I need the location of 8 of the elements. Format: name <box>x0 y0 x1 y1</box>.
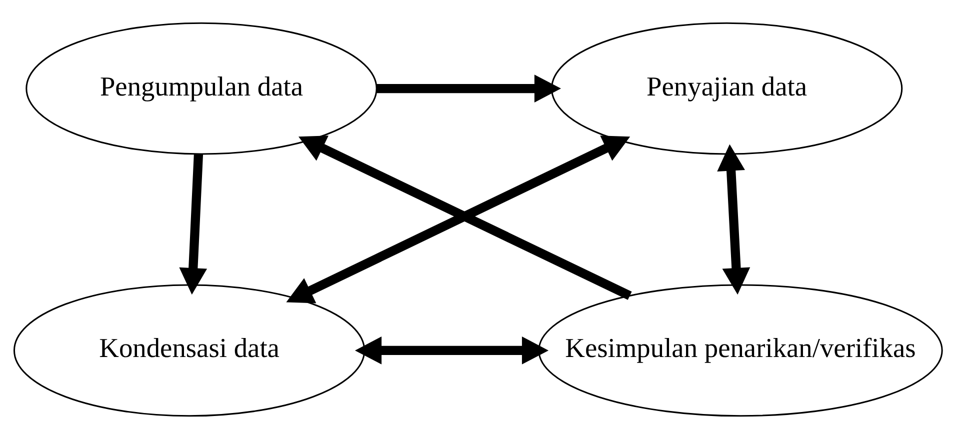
node-ellipse: Pengumpulan data <box>26 22 378 155</box>
node-ellipse: Kondensasi data <box>13 284 366 417</box>
arrow <box>179 154 208 295</box>
arrow <box>354 336 549 364</box>
node-ellipse: Kesimpulan penarikan/verifikas <box>538 284 943 417</box>
node-ellipse: Penyajian data <box>550 22 903 155</box>
arrow <box>717 144 750 295</box>
arrow <box>376 74 561 103</box>
